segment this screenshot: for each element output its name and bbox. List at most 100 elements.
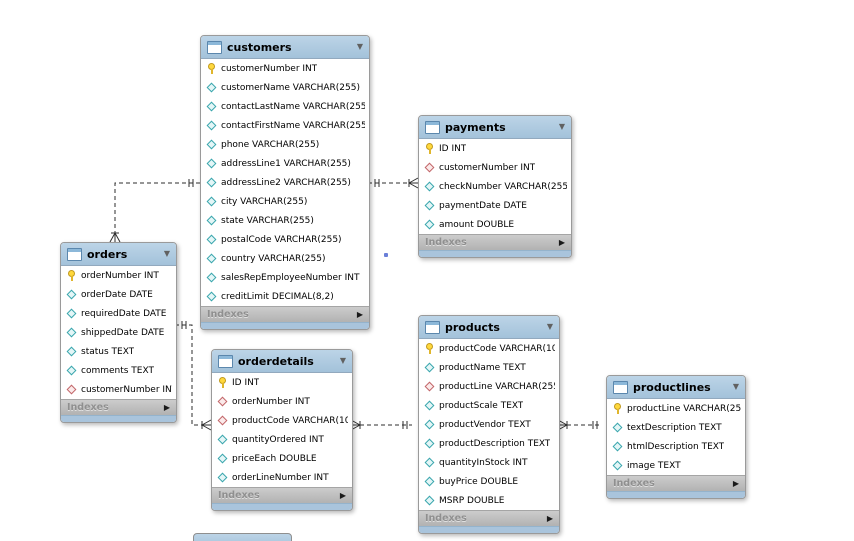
field-row[interactable]: productScale TEXT: [419, 396, 559, 415]
column-icon: [217, 472, 228, 483]
field-row[interactable]: postalCode VARCHAR(255): [201, 230, 369, 249]
field-row[interactable]: orderNumber INT: [212, 392, 352, 411]
indexes-footer[interactable]: Indexes▶: [201, 306, 369, 322]
field-row[interactable]: image TEXT: [607, 456, 745, 475]
indexes-footer[interactable]: Indexes▶: [419, 234, 571, 250]
field-row[interactable]: productDescription TEXT: [419, 434, 559, 453]
table-header-orders[interactable]: orders▼: [61, 243, 176, 266]
field-row[interactable]: addressLine2 VARCHAR(255): [201, 173, 369, 192]
field-label: amount DOUBLE: [439, 219, 515, 230]
partial-table-header[interactable]: [193, 533, 292, 541]
field-label: status TEXT: [81, 346, 135, 357]
column-icon: [206, 215, 217, 226]
field-row[interactable]: MSRP DOUBLE: [419, 491, 559, 510]
column-icon: [424, 181, 435, 192]
field-row[interactable]: productVendor TEXT: [419, 415, 559, 434]
connector-customers-orders[interactable]: [109, 179, 200, 243]
indexes-footer[interactable]: Indexes ▶: [419, 510, 559, 526]
field-row[interactable]: country VARCHAR(255): [201, 249, 369, 268]
indexes-label: Indexes: [425, 513, 467, 524]
field-label: customerNumber INT: [439, 162, 536, 173]
field-row[interactable]: status TEXT: [61, 342, 176, 361]
expand-indexes-icon[interactable]: ▶: [356, 309, 363, 319]
expand-indexes-icon[interactable]: ▶: [558, 237, 565, 247]
field-row[interactable]: productLine VARCHAR(255): [419, 377, 559, 396]
field-row[interactable]: paymentDate DATE: [419, 196, 571, 215]
table-productlines[interactable]: productlines▼productLine VARCHAR(255)tex…: [606, 375, 746, 499]
connector-orders-orderdetails[interactable]: [175, 321, 212, 431]
field-row[interactable]: creditLimit DECIMAL(8,2): [201, 287, 369, 306]
connector-customers-payments[interactable]: [368, 177, 419, 189]
indexes-footer[interactable]: Indexes ▶: [212, 487, 352, 503]
field-row[interactable]: addressLine1 VARCHAR(255): [201, 154, 369, 173]
collapse-arrow-icon[interactable]: ▼: [732, 382, 739, 391]
field-row[interactable]: checkNumber VARCHAR(255): [419, 177, 571, 196]
field-row[interactable]: quantityOrdered INT: [212, 430, 352, 449]
field-row[interactable]: productCode VARCHAR(10): [212, 411, 352, 430]
collapse-arrow-icon[interactable]: ▼: [558, 122, 565, 131]
column-icon: [66, 346, 77, 357]
field-row[interactable]: ID INT: [212, 373, 352, 392]
field-row[interactable]: quantityInStock INT: [419, 453, 559, 472]
connector-productlines-products[interactable]: [557, 419, 600, 431]
field-row[interactable]: shippedDate DATE: [61, 323, 176, 342]
table-header-orderdetails[interactable]: orderdetails▼: [212, 350, 352, 373]
indexes-footer[interactable]: Indexes▶: [61, 399, 176, 415]
field-row[interactable]: phone VARCHAR(255): [201, 135, 369, 154]
column-icon: [206, 120, 217, 131]
field-label: htmlDescription TEXT: [627, 441, 725, 452]
collapse-arrow-icon[interactable]: ▼: [163, 249, 170, 258]
field-row[interactable]: orderLineNumber INT: [212, 468, 352, 487]
field-label: addressLine1 VARCHAR(255): [221, 158, 351, 169]
field-row[interactable]: comments TEXT: [61, 361, 176, 380]
field-row[interactable]: htmlDescription TEXT: [607, 437, 745, 456]
field-row[interactable]: customerNumber INT: [419, 158, 571, 177]
collapse-arrow-icon[interactable]: ▼: [356, 42, 363, 51]
expand-indexes-icon[interactable]: ▶: [339, 490, 346, 500]
primary-key-icon: [219, 376, 226, 389]
column-icon: [217, 453, 228, 464]
table-products[interactable]: products▼productCode VARCHAR(10)productN…: [418, 315, 560, 534]
field-row[interactable]: productLine VARCHAR(255): [607, 399, 745, 418]
collapse-arrow-icon[interactable]: ▼: [339, 356, 346, 365]
field-row[interactable]: customerNumber INT: [61, 380, 176, 399]
table-header-products[interactable]: products▼: [419, 316, 559, 339]
field-row[interactable]: textDescription TEXT: [607, 418, 745, 437]
connector-products-orderdetails[interactable]: [350, 419, 412, 431]
collapse-arrow-icon[interactable]: ▼: [546, 322, 553, 331]
field-row[interactable]: customerNumber INT: [201, 59, 369, 78]
field-label: comments TEXT: [81, 365, 154, 376]
field-row[interactable]: contactLastName VARCHAR(255): [201, 97, 369, 116]
field-row[interactable]: city VARCHAR(255): [201, 192, 369, 211]
indexes-footer[interactable]: Indexes▶: [607, 475, 745, 491]
table-header-payments[interactable]: payments▼: [419, 116, 571, 139]
expand-indexes-icon[interactable]: ▶: [546, 513, 553, 523]
field-row[interactable]: ID INT: [419, 139, 571, 158]
field-row[interactable]: amount DOUBLE: [419, 215, 571, 234]
primary-key-icon: [614, 402, 621, 415]
field-row[interactable]: salesRepEmployeeNumber INT: [201, 268, 369, 287]
expand-indexes-icon[interactable]: ▶: [163, 402, 170, 412]
field-row[interactable]: contactFirstName VARCHAR(255): [201, 116, 369, 135]
table-header-customers[interactable]: customers▼: [201, 36, 369, 59]
field-row[interactable]: productCode VARCHAR(10): [419, 339, 559, 358]
field-row[interactable]: requiredDate DATE: [61, 304, 176, 323]
table-icon: [207, 40, 222, 54]
table-header-productlines[interactable]: productlines▼: [607, 376, 745, 399]
field-row[interactable]: priceEach DOUBLE: [212, 449, 352, 468]
table-payments[interactable]: payments▼ID INT customerNumber INT checkNu…: [418, 115, 572, 258]
field-row[interactable]: orderDate DATE: [61, 285, 176, 304]
field-row[interactable]: state VARCHAR(255): [201, 211, 369, 230]
field-row[interactable]: customerName VARCHAR(255): [201, 78, 369, 97]
field-row[interactable]: orderNumber INT: [61, 266, 176, 285]
indexes-label: Indexes: [218, 490, 260, 501]
field-row[interactable]: buyPrice DOUBLE: [419, 472, 559, 491]
expand-indexes-icon[interactable]: ▶: [732, 478, 739, 488]
field-label: phone VARCHAR(255): [221, 139, 320, 150]
foreign-key-icon: [424, 381, 435, 392]
field-row[interactable]: productName TEXT: [419, 358, 559, 377]
